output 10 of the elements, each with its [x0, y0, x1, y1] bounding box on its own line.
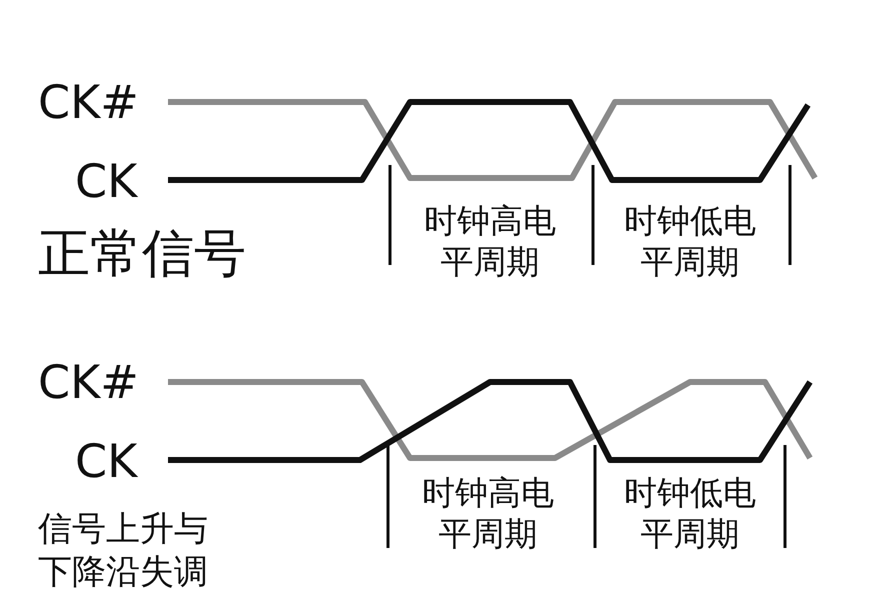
signal-name: CK [75, 153, 138, 210]
signal-name: CK [75, 433, 138, 490]
period-label: 时钟低电平周期 [623, 472, 757, 554]
panel-title: 信号上升与下降沿失调 [38, 508, 209, 593]
panel-title: 正常信号 [38, 223, 246, 286]
signal-name: CK# [38, 354, 139, 411]
period-label: 时钟低电平周期 [623, 200, 757, 282]
signal-name: CK# [38, 74, 139, 131]
period-label: 时钟高电平周期 [423, 200, 557, 282]
period-label: 时钟高电平周期 [421, 472, 555, 554]
